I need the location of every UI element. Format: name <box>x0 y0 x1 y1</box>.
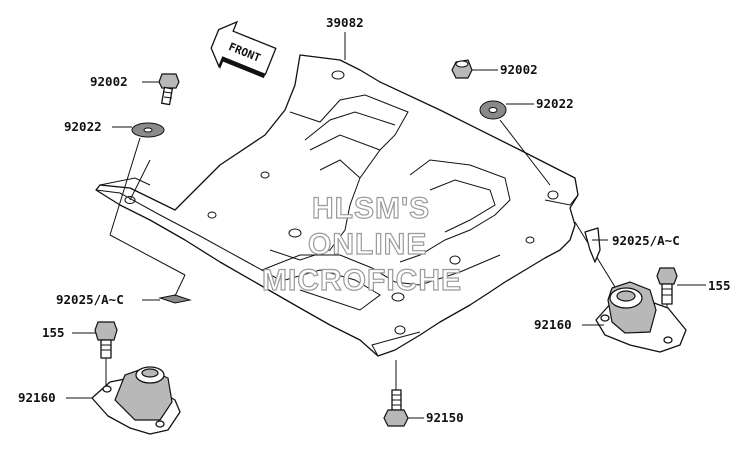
watermark: HLSM'S ONLINE MICROFICHE <box>261 191 462 297</box>
callout-92002-left: 92002 <box>90 74 128 89</box>
callout-155-right: 155 <box>708 278 731 293</box>
frame-plate <box>95 54 579 357</box>
callout-92022-right: 92022 <box>536 96 574 111</box>
front-arrow-icon: FRONT <box>210 20 277 79</box>
watermark-line-2: ONLINE <box>308 228 427 261</box>
washer-92022-right <box>479 100 621 296</box>
bolt-92002-left <box>142 73 180 106</box>
watermark-line-1: HLSM'S <box>312 192 430 225</box>
callout-92022-left: 92022 <box>64 119 102 134</box>
callout-92025-left: 92025/A~C <box>56 292 124 307</box>
mount-92160-right <box>582 281 687 353</box>
callout-155-left: 155 <box>42 325 65 340</box>
callout-92002-right: 92002 <box>500 62 538 77</box>
mount-92160-left <box>66 366 181 435</box>
washer-92022-left <box>109 122 186 276</box>
callout-92150: 92150 <box>426 410 464 425</box>
clip-92025-right <box>584 227 608 263</box>
callout-92160-right: 92160 <box>534 317 572 332</box>
clip-92025-left <box>142 274 192 304</box>
bolt-92150 <box>383 360 424 427</box>
callout-92160-left: 92160 <box>18 390 56 405</box>
callout-39082: 39082 <box>326 15 364 30</box>
bolt-92002-right <box>451 59 498 79</box>
bolt-155-left <box>72 321 118 385</box>
callout-92025-right: 92025/A~C <box>612 233 680 248</box>
watermark-line-3: MICROFICHE <box>262 264 462 297</box>
